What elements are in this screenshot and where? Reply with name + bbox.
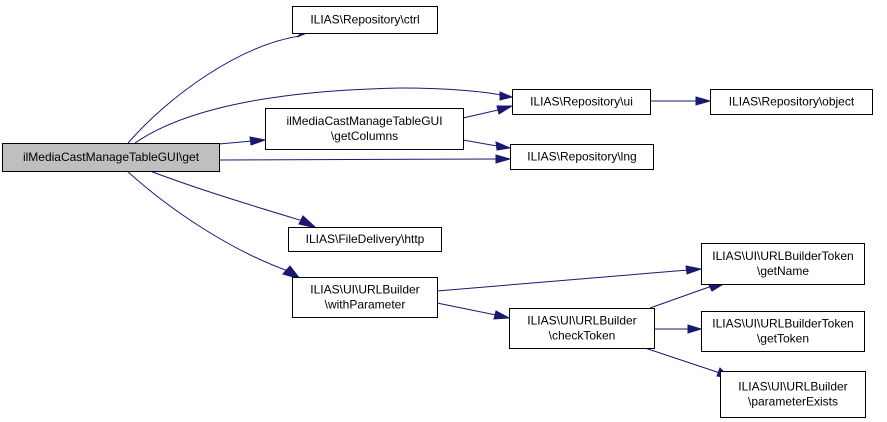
node-box[interactable]: [265, 108, 464, 150]
node-box[interactable]: [512, 89, 651, 115]
edge-root-to-withParameter: [126, 170, 302, 280]
edge-line: [649, 285, 713, 309]
node-label: ILIAS\UI\URLBuilderToken: [712, 249, 853, 263]
edge-line: [218, 158, 498, 161]
arrowhead-icon: [249, 136, 267, 146]
edge-line: [127, 35, 301, 144]
node-ctrl[interactable]: ILIAS\Repository\ctrl: [292, 6, 438, 34]
edge-line: [149, 170, 304, 222]
edge-withParameter-to-checkToken: [436, 302, 511, 320]
node-label: ilMediaCastManageTableGUI\get: [23, 150, 200, 164]
arrowhead-icon: [495, 154, 512, 164]
node-box[interactable]: [701, 243, 865, 285]
node-http[interactable]: ILIAS\FileDelivery\http: [288, 227, 442, 252]
edge-line: [462, 139, 498, 147]
node-label: ILIAS\Repository\ctrl: [310, 13, 419, 27]
edge-line: [436, 302, 497, 316]
node-box[interactable]: [509, 308, 655, 349]
node-getToken[interactable]: ILIAS\UI\URLBuilderToken\getToken: [701, 311, 865, 352]
edge-line: [126, 170, 289, 272]
node-label: \getToken: [757, 332, 809, 346]
node-box[interactable]: [288, 227, 442, 252]
arrowhead-icon: [695, 96, 712, 106]
node-box[interactable]: [292, 6, 438, 34]
node-label: ILIAS\FileDelivery\http: [306, 232, 425, 246]
edge-line: [644, 347, 721, 374]
node-label: \getColumns: [331, 129, 398, 143]
node-label: ILIAS\Repository\ui: [530, 95, 633, 109]
node-label: \withParameter: [325, 298, 406, 312]
edge-getColumns-to-ui: [462, 105, 514, 119]
edge-line: [436, 269, 689, 292]
node-label: ILIAS\UI\URLBuilder: [738, 380, 847, 394]
edge-root-to-lng: [218, 154, 512, 164]
node-box[interactable]: [292, 277, 438, 318]
edge-root-to-http: [149, 170, 318, 229]
node-withParameter[interactable]: ILIAS\UI\URLBuilder\withParameter: [292, 277, 438, 318]
arrowhead-icon: [499, 91, 514, 101]
edge-withParameter-to-getName: [436, 265, 703, 292]
node-label: ILIAS\Repository\lng: [527, 150, 636, 164]
edge-root-to-ui: [134, 87, 514, 144]
node-ui[interactable]: ILIAS\Repository\ui: [512, 89, 651, 115]
arrowhead-icon: [298, 215, 318, 229]
node-label: \checkToken: [549, 329, 616, 343]
arrowhead-icon: [496, 105, 514, 115]
node-checkToken[interactable]: ILIAS\UI\URLBuilder\checkToken: [509, 308, 655, 349]
edge-getColumns-to-lng: [462, 139, 512, 151]
node-box[interactable]: [510, 144, 654, 170]
node-lng[interactable]: ILIAS\Repository\lng: [510, 144, 654, 170]
node-label: \parameterExists: [748, 395, 838, 409]
node-label: ILIAS\UI\URLBuilder: [527, 314, 636, 328]
edges-layer: [126, 29, 732, 379]
edge-checkToken-to-getToken: [654, 324, 703, 334]
node-getName[interactable]: ILIAS\UI\URLBuilderToken\getName: [701, 243, 865, 285]
node-label: \getName: [757, 264, 809, 278]
arrowhead-icon: [685, 265, 703, 275]
edge-line: [462, 109, 499, 119]
node-object[interactable]: ILIAS\Repository\object: [710, 89, 873, 115]
node-box[interactable]: [710, 89, 873, 115]
node-label: ILIAS\UI\URLBuilder: [310, 283, 419, 297]
node-box[interactable]: [2, 143, 220, 172]
arrowhead-icon: [493, 310, 511, 320]
node-label: ilMediaCastManageTableGUI: [286, 114, 442, 128]
edge-line: [134, 87, 506, 144]
edge-root-to-getColumns: [218, 136, 267, 146]
arrowhead-icon: [495, 141, 512, 151]
node-parameterExists[interactable]: ILIAS\UI\URLBuilder\parameterExists: [720, 371, 866, 418]
node-box[interactable]: [720, 371, 866, 418]
node-getColumns[interactable]: ilMediaCastManageTableGUI\getColumns: [265, 108, 464, 150]
arrowhead-icon: [687, 324, 703, 334]
node-label: ILIAS\Repository\object: [729, 95, 855, 109]
edge-checkToken-to-parameterExists: [644, 347, 732, 379]
edge-checkToken-to-getName: [649, 282, 727, 309]
node-box[interactable]: [701, 311, 865, 352]
edge-line: [218, 140, 253, 145]
node-label: ILIAS\UI\URLBuilderToken: [712, 317, 853, 331]
node-root[interactable]: ilMediaCastManageTableGUI\get: [2, 143, 220, 172]
nodes-layer: ilMediaCastManageTableGUI\get ILIAS\Repos…: [2, 6, 873, 418]
arrowhead-icon: [282, 265, 302, 280]
edge-ui-to-object: [650, 96, 712, 106]
